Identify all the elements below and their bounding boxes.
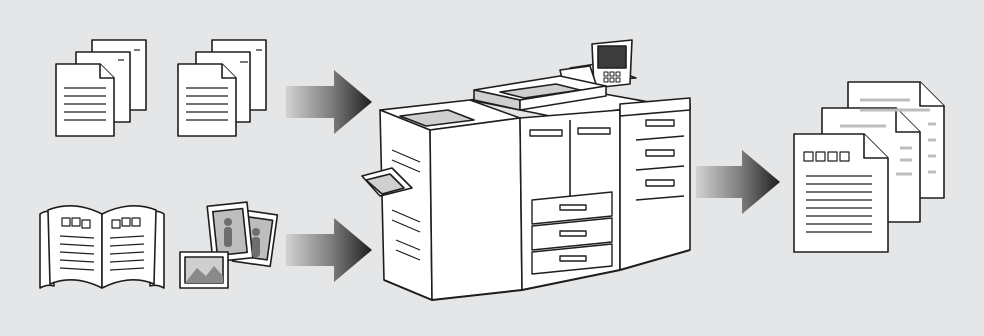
open-book-icon — [40, 206, 164, 288]
